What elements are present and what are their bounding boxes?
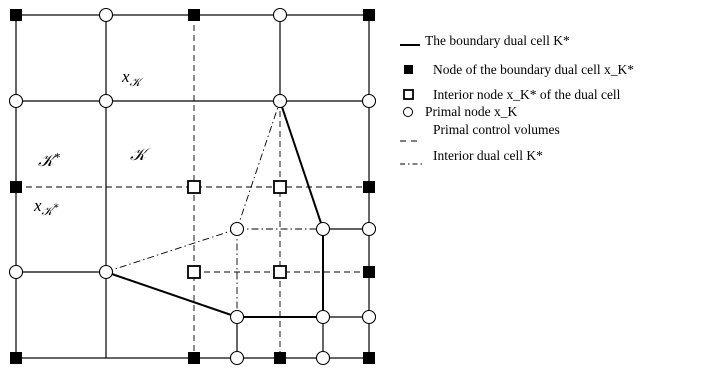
boundary-node: [188, 352, 200, 364]
primal-node: [361, 93, 377, 109]
boundary-dual-cell-line: [105, 100, 324, 318]
legend-item-interior-dual-cell: Interior dual cell K*: [400, 148, 543, 165]
primal-node: [8, 93, 24, 109]
label-dual-node-left: x𝒦∗: [33, 196, 60, 218]
legend-text-primal-node: Primal node x_K: [425, 104, 517, 119]
primal-node: [229, 221, 245, 237]
primal-node: [272, 93, 288, 109]
interior-node: [187, 265, 201, 279]
legend-item-boundary-dual-cell: The boundary dual cell K*: [400, 33, 570, 48]
legend-item-interior-node: Interior node x_K* of the dual cell: [403, 87, 621, 102]
label-primal-node-top: x𝒦: [121, 67, 145, 89]
hollow-circle-icon: [403, 107, 413, 117]
legend-text-boundary-dual-cell: The boundary dual cell K*: [425, 33, 570, 48]
legend-text-boundary-node: Node of the boundary dual cell x_K*: [433, 62, 634, 77]
primal-node: [8, 264, 24, 280]
legend-item-boundary-node: Node of the boundary dual cell x_K*: [404, 62, 634, 77]
primal-node: [98, 93, 114, 109]
interior-node: [273, 180, 287, 194]
primal-nodes: [8, 7, 377, 366]
cell-labels: x𝒦 𝒦∗ 𝒦 x𝒦∗: [33, 67, 151, 218]
primal-node: [361, 221, 377, 237]
boundary-node: [188, 9, 200, 21]
boundary-node: [10, 181, 22, 193]
legend-text-interior-node: Interior node x_K* of the dual cell: [433, 87, 621, 102]
interior-node: [187, 180, 201, 194]
label-primal-cell: 𝒦: [130, 145, 151, 164]
dual-edge-3: [236, 100, 281, 230]
legend-item-primal-control-volumes: Primal control volumes: [400, 122, 560, 142]
label-dual-cell: 𝒦∗: [38, 150, 61, 170]
primal-node: [315, 309, 331, 325]
legend-item-primal-node: Primal node x_K: [403, 104, 517, 119]
boundary-node: [363, 266, 375, 278]
legend: The boundary dual cell K* Node of the bo…: [400, 33, 634, 165]
boundary-node: [10, 9, 22, 21]
boundary-node: [363, 9, 375, 21]
interior-nodes: [187, 180, 287, 279]
filled-square-icon: [404, 65, 413, 74]
dual-edge-1: [105, 228, 238, 273]
primal-node: [229, 350, 245, 366]
primal-node: [272, 7, 288, 23]
legend-text-interior-dual-cell: Interior dual cell K*: [433, 148, 543, 163]
primal-node: [361, 309, 377, 325]
hollow-square-icon: [403, 89, 414, 100]
boundary-node: [274, 352, 286, 364]
boundary-node: [10, 352, 22, 364]
boundary-node: [363, 181, 375, 193]
boundary-node: [363, 352, 375, 364]
legend-text-primal-control-volumes: Primal control volumes: [433, 122, 560, 137]
boundary-nodes: [10, 9, 375, 364]
primal-node: [229, 309, 245, 325]
primal-node: [315, 221, 331, 237]
primal-node: [98, 264, 114, 280]
interior-dual-cell: [105, 100, 323, 317]
primal-node: [315, 350, 331, 366]
primal-node: [98, 7, 114, 23]
interior-node: [273, 265, 287, 279]
